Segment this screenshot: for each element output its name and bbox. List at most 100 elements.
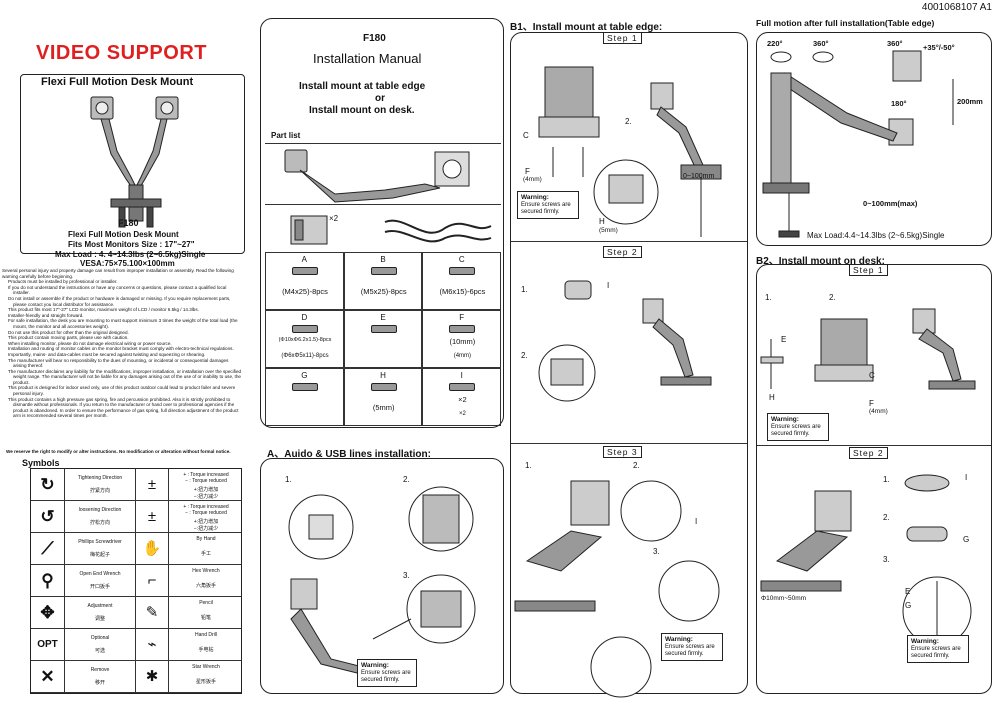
- clamp-and-cable-image: [290, 215, 492, 245]
- symbol-label-2-cn: 六角扳手: [195, 583, 216, 589]
- b2-panel: Step 1 Step 2 1. 2. E H C F (4mm) Warnin…: [756, 264, 992, 694]
- b2-step1-image: [760, 308, 976, 390]
- b1-label-h: H: [599, 217, 605, 226]
- full-motion-image: [762, 50, 954, 238]
- parts-table: A (M4x25)-8pcs B (M5x25)-8pcs C (M6x15)-…: [265, 252, 502, 426]
- part-graphic: [292, 383, 318, 391]
- warning-item: This product contains a high pressure ga…: [8, 396, 239, 419]
- symbol-label-2: Hand Drill: [195, 632, 217, 638]
- b1-label-f-size: (4mm): [523, 176, 542, 183]
- manual-model: F180: [363, 33, 386, 44]
- b2-title: B2、Install mount on desk:: [756, 256, 885, 267]
- symbol-label-cn: 拧紧方向: [89, 488, 110, 494]
- audio-step-2: 2.: [403, 475, 410, 484]
- spec-load: Max Load : 4. 4~14.3lbs (2~6.5kg)Single: [55, 250, 206, 259]
- symbol-label-2: Star Wrench: [192, 664, 220, 670]
- b2-label-f-size: (4mm): [869, 408, 888, 415]
- part-desc: (5mm): [372, 403, 395, 412]
- b1-label-f: F: [525, 167, 530, 176]
- symbol-label: Phillips Screwdriver: [78, 539, 122, 545]
- part-list-grid: ×2 A (M4x25)-8pcs B (M5x25)-8pcs C (M6x1…: [265, 143, 502, 426]
- b2-label-h: H: [769, 393, 775, 402]
- b1-step2-i: I: [607, 281, 610, 290]
- part-desc: ×2: [458, 395, 467, 404]
- part-letter: E: [380, 313, 386, 322]
- part-cell-c: C (M6x15)-6pcs: [422, 252, 502, 310]
- b2-step1-2: 2.: [829, 293, 836, 302]
- arm-parts-image: [284, 149, 470, 203]
- symbol-label-2: + : Torque increased − : Torque reduced: [183, 504, 229, 516]
- product-box: Flexi Full Motion Desk Mount: [20, 74, 245, 254]
- rotate-cw-icon: ↻: [31, 469, 65, 500]
- symbol-label: Adjustment: [87, 603, 113, 609]
- full-motion-panel: 220° 360° 360° +35°/-50° 180° 200mm 0~10…: [756, 32, 992, 246]
- part-desc-2: ×2: [458, 411, 466, 417]
- open-wrench-icon: ⚲: [31, 565, 65, 596]
- b2-step2-g2: G: [905, 601, 912, 610]
- part-desc: (Φ10xΦ6.2x1.5)-8pcs: [278, 337, 332, 343]
- symbol-row: ⟋ Phillips Screwdriver 梅花起子 ✋ By Hand 手工: [31, 533, 241, 565]
- b2-label-c: C: [869, 371, 875, 380]
- warning-item: The manufacturer disclaims any liability…: [8, 368, 242, 385]
- b1-step1-image: [538, 66, 722, 237]
- part-cell-b: B (M5x25)-8pcs: [343, 252, 423, 310]
- symbol-label: loosening Direction: [78, 507, 122, 513]
- warnings-footer: We reserve the right to modify or alter …: [6, 449, 231, 454]
- symbol-label-2: Pencil: [199, 600, 213, 606]
- star-wrench-icon: ✱: [135, 661, 169, 692]
- b2-step2-e: E: [905, 587, 911, 596]
- b1-step-1: Step 1: [603, 32, 642, 44]
- clamp-qty: ×2: [329, 214, 339, 223]
- warning-item: Installer-friendly and straight forward.: [8, 312, 84, 318]
- part-letter: G: [301, 371, 308, 380]
- spec-fits: Fits Most Monitors Size : 17"~27": [68, 240, 195, 249]
- full-motion-title: Full motion after full installation(Tabl…: [756, 18, 935, 28]
- b1-step-2: Step 2: [603, 246, 642, 258]
- part-graphic: [449, 383, 476, 391]
- part-cell-d: D (Φ10xΦ6.2x1.5)-8pcs (Φ6xΦ5x11)-8pcs: [265, 310, 344, 368]
- rot-220: 220°: [767, 39, 783, 48]
- b2-diameter: Φ10mm~50mm: [761, 595, 807, 602]
- rot-360-b: 360°: [887, 39, 903, 48]
- symbol-row: ↺ loosening Direction 拧松方向 ± + : Torque …: [31, 501, 241, 533]
- part-cell-g: G: [265, 368, 344, 426]
- symbol-label-2-cn: 星形扳手: [195, 679, 216, 685]
- symbols-table: ↻ Tightening Direction 拧紧方向 ± + : Torque…: [30, 468, 242, 694]
- b2-step2-i: I: [965, 473, 968, 482]
- symbol-label-2-cn: +:扭力增加 −:扭力减少: [193, 519, 219, 532]
- part-letter: B: [380, 255, 386, 264]
- torque-adjust-icon: ±: [135, 469, 169, 500]
- symbol-row: ↻ Tightening Direction 拧紧方向 ± + : Torque…: [31, 469, 241, 501]
- mount-line-2: Install mount on desk.: [309, 105, 415, 116]
- warning-item: This product fits most 17"-27" LCD monit…: [8, 307, 199, 313]
- move-arrows-icon: ✥: [31, 597, 65, 628]
- symbol-label-cn: 移开: [94, 680, 105, 686]
- symbol-label-2-cn: 手电钻: [198, 647, 214, 653]
- warning-item: Products must be installed by profession…: [8, 279, 118, 285]
- depth-range: 0~100mm(max): [863, 199, 918, 208]
- left-panel: VIDEO SUPPORT Flexi Full Motion Desk Mou…: [0, 0, 250, 702]
- symbol-label: Tightening Direction: [77, 475, 123, 481]
- part-cell-a: A (M4x25)-8pcs: [265, 252, 344, 310]
- symbol-label-cn: 可选: [94, 648, 105, 654]
- warning-item: Do not install or assemble if the produc…: [8, 295, 231, 307]
- b2-step1-1: 1.: [765, 293, 772, 302]
- b1-label-2: 2.: [625, 117, 632, 126]
- b2-label-f: F: [869, 399, 874, 408]
- b1-title: B1、Install mount at table edge:: [510, 22, 663, 33]
- spec-name: Flexi Full Motion Desk Mount: [68, 230, 179, 239]
- mount-or: or: [375, 93, 385, 104]
- part-letter: C: [458, 255, 465, 264]
- brand-title: VIDEO SUPPORT: [36, 42, 207, 64]
- mount-line-1: Install mount at table edge: [299, 81, 426, 92]
- part-cell-h: H (5mm): [343, 368, 423, 426]
- part-graphic: [449, 267, 476, 275]
- hex-wrench-icon: ⌐: [135, 565, 169, 596]
- pencil-icon: ✎: [135, 597, 169, 628]
- torque-adjust-icon: ±: [135, 501, 169, 532]
- warning-item: The manufacturer will bear no responsibi…: [8, 357, 229, 369]
